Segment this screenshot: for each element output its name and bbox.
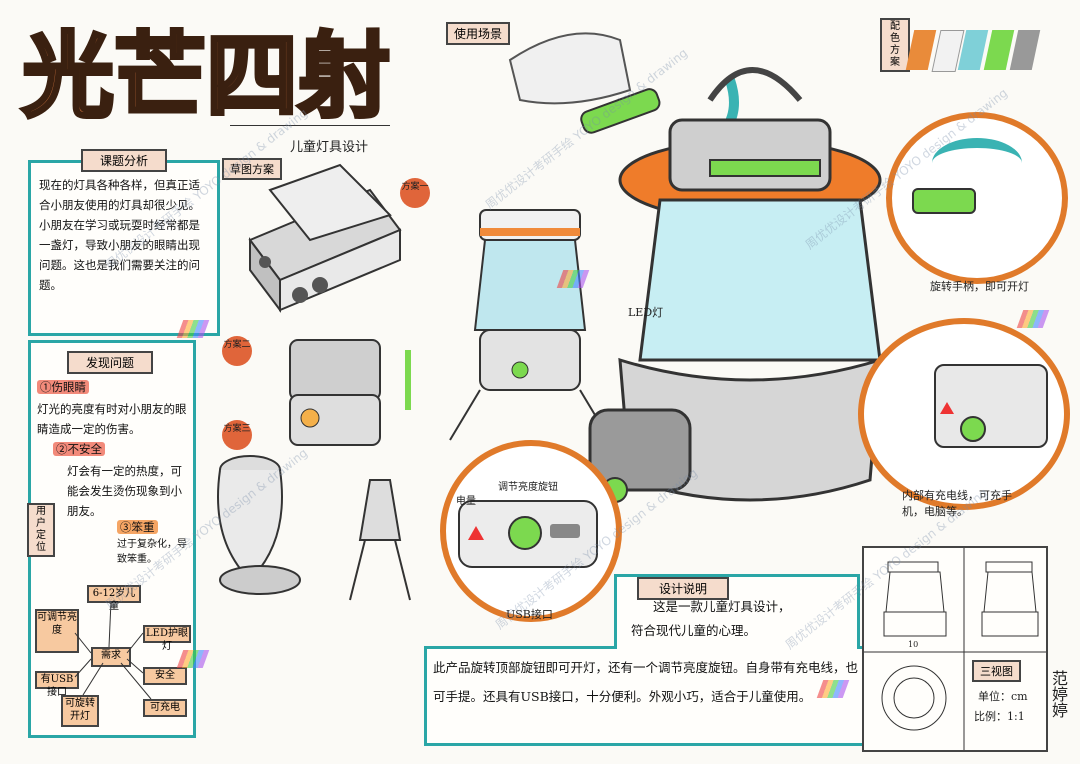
- dimension-label: 10: [908, 640, 919, 649]
- three-view-scale: 比例：1:1: [974, 710, 1025, 723]
- mind-usb: 有USB接口: [35, 671, 79, 698]
- design-note-line2: 符合现代儿童的心理。: [631, 623, 757, 638]
- watermark-stripe-3: [1016, 310, 1050, 328]
- scheme-label: 草图方案: [222, 158, 282, 180]
- panel-warning-icon: [468, 526, 484, 540]
- swatch-orange: [905, 30, 937, 70]
- swatch-green: [983, 30, 1015, 70]
- plan2-sketch: [289, 339, 411, 446]
- led-label: LED灯: [628, 306, 664, 319]
- problem-found-panel: 发现问题 ①伤眼睛 灯光的亮度有时对小朋友的眼睛造成一定的伤害。 ②不安全 灯会…: [27, 340, 196, 738]
- page-title: 光芒四射: [18, 12, 418, 132]
- mind-rotate: 可旋转开灯: [61, 695, 99, 727]
- three-view-unit: 单位：cm: [978, 690, 1028, 703]
- three-view-drawings: [864, 548, 1046, 750]
- panel-knob: [508, 516, 542, 550]
- design-note-heading-box: 设计说明 这是一款儿童灯具设计， 符合现代儿童的心理。: [614, 574, 860, 649]
- problem2-label-text: ②不安全: [53, 442, 105, 456]
- color-scheme-label: 配色方案: [880, 18, 910, 72]
- detail-rotate-circle: [886, 112, 1068, 284]
- design-note-body: 此产品旋转顶部旋钮即可开灯，还有一个调节亮度旋钮。自身带有充电线，也可手提。还具…: [433, 660, 859, 704]
- panel-usb-port: [550, 524, 580, 538]
- problem1-label-text: ①伤眼睛: [37, 380, 89, 394]
- middle-lantern-sketch: [449, 209, 611, 441]
- mind-age: 6-12岁儿童: [87, 585, 141, 612]
- power-red-triangle: [940, 402, 954, 414]
- signature: 范婷婷: [1049, 670, 1068, 718]
- mind-safe: 安全: [143, 667, 187, 685]
- problem3-label-text: ③笨重: [117, 520, 158, 534]
- main-lamp-sketch: [588, 67, 882, 503]
- problem-found-heading: 发现问题: [67, 351, 153, 374]
- topic-analysis-heading: 课题分析: [81, 149, 167, 172]
- usage-scene-label: 使用场景: [446, 22, 511, 45]
- usb-label: USB接口: [506, 608, 553, 621]
- swatch-grey: [1009, 30, 1041, 70]
- rotate-handle-shape: [912, 188, 976, 214]
- wire-note: 内部有充电线，可充手机，电脑等。: [902, 489, 1012, 518]
- usage-scene-sketch: [508, 32, 739, 165]
- mindmap-lines: [74, 600, 152, 700]
- title-lettering: 光芒四射: [20, 21, 392, 132]
- rotate-arrow-shape: [932, 138, 1022, 188]
- detail-wire-circle: [858, 318, 1070, 510]
- three-view-heading: 三视图: [972, 660, 1021, 682]
- design-note-heading: 设计说明: [637, 577, 729, 600]
- sketch-area: [217, 32, 882, 601]
- detail-panel-circle: [440, 440, 622, 622]
- mind-center: 需求: [91, 647, 131, 667]
- front-view: [883, 561, 947, 637]
- title-text: 光芒四射: [22, 23, 390, 122]
- plan3-sketch: [217, 455, 411, 601]
- mind-charge: 可充电: [143, 699, 187, 717]
- topic-analysis-panel: 课题分析 现在的灯具各种各样，但真正适合小朋友使用的灯具却很少见。小朋友在学习或…: [28, 149, 220, 336]
- problem3-body: 过于复杂化，导致笨重。: [117, 539, 187, 565]
- problem2-label: ②不安全: [53, 439, 105, 459]
- problem1-label: ①伤眼睛: [37, 377, 89, 397]
- power-label: 电量: [456, 496, 476, 507]
- wire-plug-shape: [960, 416, 986, 442]
- plan1-badge: 方案一: [400, 178, 430, 208]
- plan1-sketch: [248, 163, 402, 313]
- mind-led: LED护眼灯: [143, 625, 191, 652]
- top-view: [881, 665, 947, 731]
- problem3-label: ③笨重: [117, 517, 158, 537]
- adjust-button-label: 调节亮度旋钮: [498, 482, 558, 493]
- problem2-body: 灯会有一定的热度，可能会发生烫伤现象到小朋友。: [67, 464, 182, 518]
- design-note-line1: 这是一款儿童灯具设计，: [653, 599, 791, 614]
- subtitle-underline: [230, 125, 390, 126]
- plan2-badge: 方案二: [222, 336, 252, 366]
- three-view-panel: 10 三视图 单位：cm 比例：1:1: [862, 546, 1048, 752]
- side-view: [981, 561, 1039, 637]
- user-position-label: 用户定位: [27, 503, 55, 557]
- plan3-badge: 方案三: [222, 420, 252, 450]
- mind-brightness: 可调节亮度: [35, 609, 79, 653]
- topic-analysis-body: 现在的灯具各种各样，但真正适合小朋友使用的灯具却很少见。小朋友在学习或玩耍时经常…: [39, 178, 200, 292]
- design-note-panel: 此产品旋转顶部旋钮即可开灯，还有一个调节亮度旋钮。自身带有充电线，也可手提。还具…: [424, 646, 872, 746]
- rotate-handle-note: 旋转手柄，即可开灯: [930, 280, 1029, 293]
- page-subtitle: 儿童灯具设计: [290, 140, 369, 155]
- problem1-body: 灯光的亮度有时对小朋友的眼睛造成一定的伤害。: [37, 402, 187, 436]
